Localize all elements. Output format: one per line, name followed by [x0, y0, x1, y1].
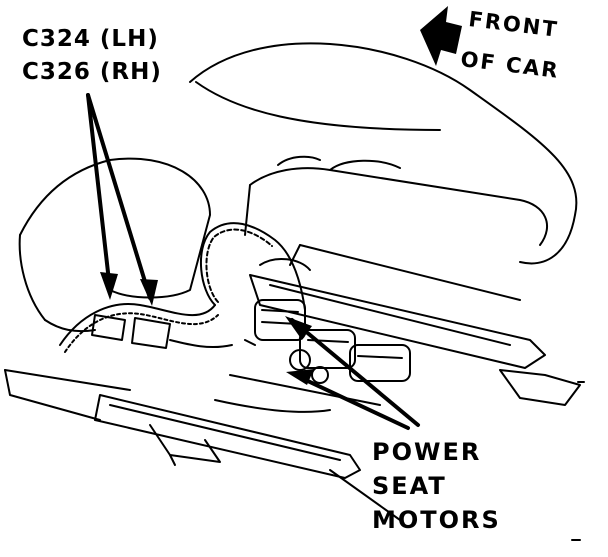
motor-gear	[289, 349, 311, 371]
left-seat-track	[94, 394, 361, 479]
seat-side-panel	[19, 157, 211, 299]
seat-motor-front	[254, 299, 306, 341]
connector-label-rh: C326 (RH)	[22, 59, 162, 85]
pointer-c324-arrow	[86, 93, 112, 292]
floor-pan-line	[4, 369, 131, 391]
front-arrow-icon	[420, 6, 462, 66]
power-seat-motors-label-line2: SEAT	[372, 472, 447, 500]
wiring-harness-loop	[199, 222, 306, 311]
power-seat-motors-label-line1: POWER	[372, 438, 482, 466]
connector-c326	[131, 317, 171, 349]
power-seat-motors-label-line3: MOTORS	[372, 506, 501, 534]
seat-motor-rear	[349, 344, 411, 382]
seat-cushion-back-edge	[195, 81, 441, 131]
arrowhead-motor-2	[286, 369, 314, 385]
track-end-foot	[499, 369, 581, 406]
arrowhead-motor-1	[285, 316, 312, 340]
seat-frame-top	[249, 167, 549, 246]
arrowhead-c324	[100, 272, 118, 300]
connector-c324	[91, 314, 126, 341]
seat-cushion-outline	[189, 42, 578, 265]
pointer-motors-arrow	[290, 318, 420, 427]
connector-label-lh: C324 (LH)	[22, 26, 159, 52]
arrowhead-c326	[140, 279, 158, 306]
wiring-harness-bundle	[59, 303, 216, 346]
right-seat-track	[249, 274, 546, 369]
